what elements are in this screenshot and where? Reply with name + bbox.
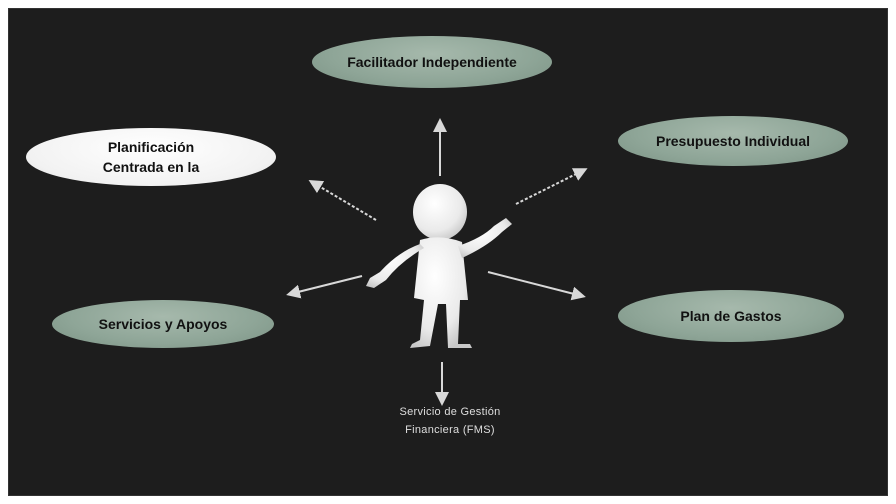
node-facilitador: Facilitador Independiente	[312, 36, 552, 88]
node-presupuesto-label: Presupuesto Individual	[655, 132, 811, 149]
node-plan-gastos: Plan de Gastos	[618, 290, 844, 342]
arrow-to-bottom-right	[487, 271, 586, 301]
node-facilitador-label: Facilitador Independiente	[347, 53, 517, 70]
node-presupuesto: Presupuesto Individual	[618, 116, 848, 166]
person-presenting-icon	[366, 184, 512, 348]
node-planificacion-text: Planificación Centrada en la	[103, 137, 199, 178]
arrow-to-top-right	[515, 168, 588, 205]
arrow-to-bottom-left	[286, 275, 363, 299]
node-fms-line-2: Financiera (FMS)	[405, 423, 495, 436]
node-fms: Servicio de Gestión Financiera (FMS)	[330, 404, 570, 439]
node-planificacion: Planificación Centrada en la	[26, 128, 276, 186]
node-planificacion-line-1: Planificación	[107, 138, 195, 155]
node-fms-line-1: Servicio de Gestión	[399, 406, 501, 418]
node-planificacion-line-2: Centrada en la	[102, 159, 200, 175]
node-plan-gastos-label: Plan de Gastos	[680, 307, 782, 324]
arrow-to-top-left	[308, 179, 377, 221]
node-servicios-label: Servicios y Apoyos	[98, 315, 228, 332]
node-servicios: Servicios y Apoyos	[52, 300, 274, 348]
